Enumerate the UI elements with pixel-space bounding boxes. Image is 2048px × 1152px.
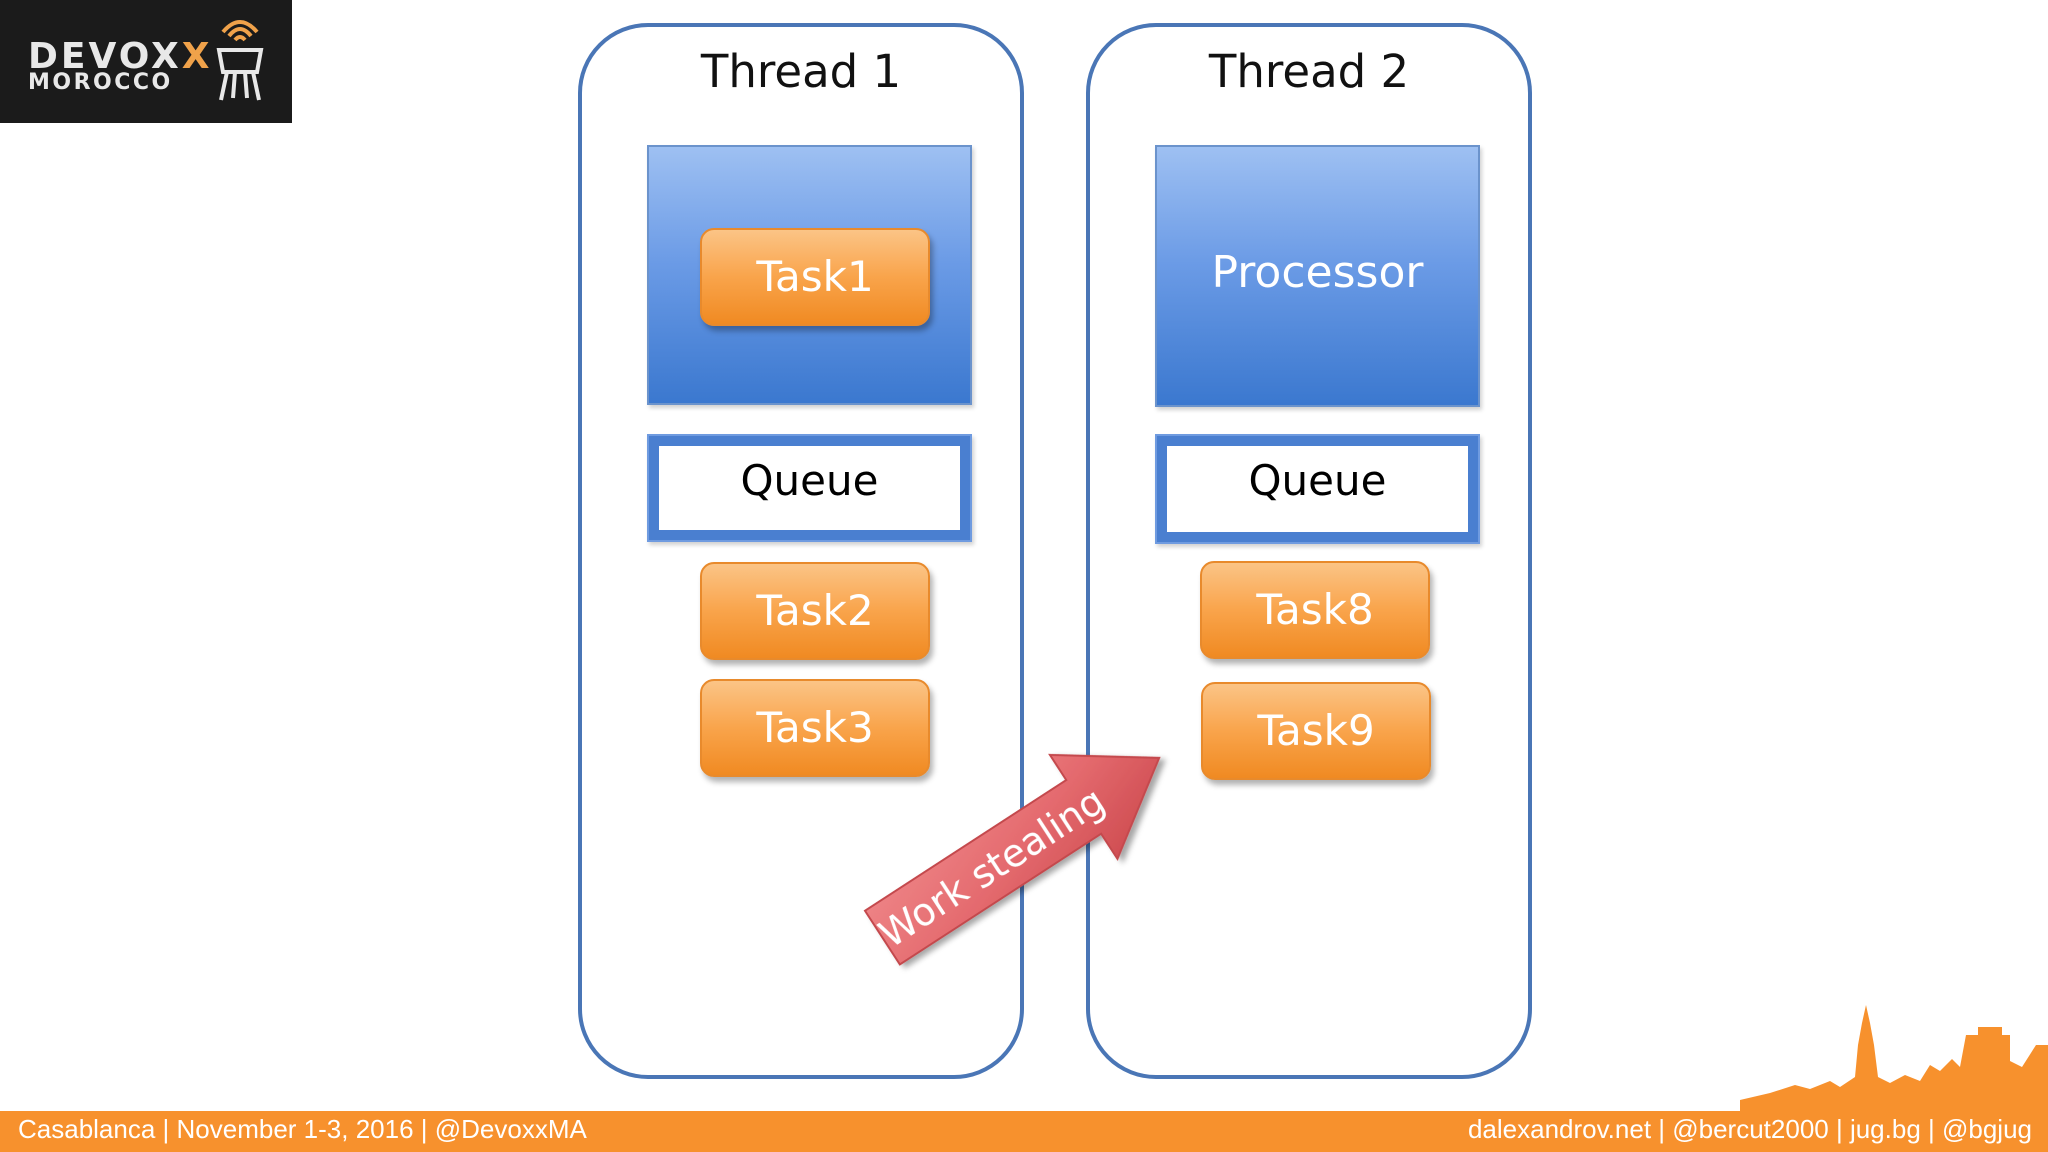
task-1: Task1 bbox=[700, 228, 930, 326]
thread-1-queue: Queue bbox=[647, 434, 972, 542]
casablanca-skyline-icon bbox=[1740, 1005, 2048, 1115]
task-3: Task3 bbox=[700, 679, 930, 777]
devoxx-mascot-icon bbox=[216, 20, 264, 101]
logo-text-x: X bbox=[181, 36, 213, 77]
logo-text-devox: DEVOX bbox=[28, 36, 182, 77]
processor-label: Processor bbox=[1211, 247, 1424, 298]
footer-event-info: Casablanca | November 1-3, 2016 | @Devox… bbox=[18, 1114, 587, 1144]
footer-bar bbox=[0, 1111, 2048, 1152]
thread-2-queue-label: Queue bbox=[1248, 456, 1387, 505]
task-8: Task8 bbox=[1200, 561, 1430, 659]
footer-speaker-links: dalexandrov.net | @bercut2000 | jug.bg |… bbox=[1467, 1114, 2032, 1144]
work-stealing-label: Work stealing bbox=[871, 779, 1112, 957]
devoxx-morocco-logo: DEVOXX MOROCCO bbox=[0, 0, 292, 123]
thread-1-queue-label: Queue bbox=[740, 456, 879, 505]
thread-2-title: Thread 2 bbox=[1208, 45, 1410, 98]
thread-2-processor: Processor bbox=[1155, 145, 1480, 407]
thread-2-queue: Queue bbox=[1155, 434, 1480, 544]
logo-text-morocco: MOROCCO bbox=[28, 70, 173, 95]
thread-1-title: Thread 1 bbox=[700, 45, 902, 98]
task-9: Task9 bbox=[1201, 682, 1431, 780]
task-2: Task2 bbox=[700, 562, 930, 660]
work-stealing-arrow: Work stealing bbox=[863, 753, 1161, 966]
